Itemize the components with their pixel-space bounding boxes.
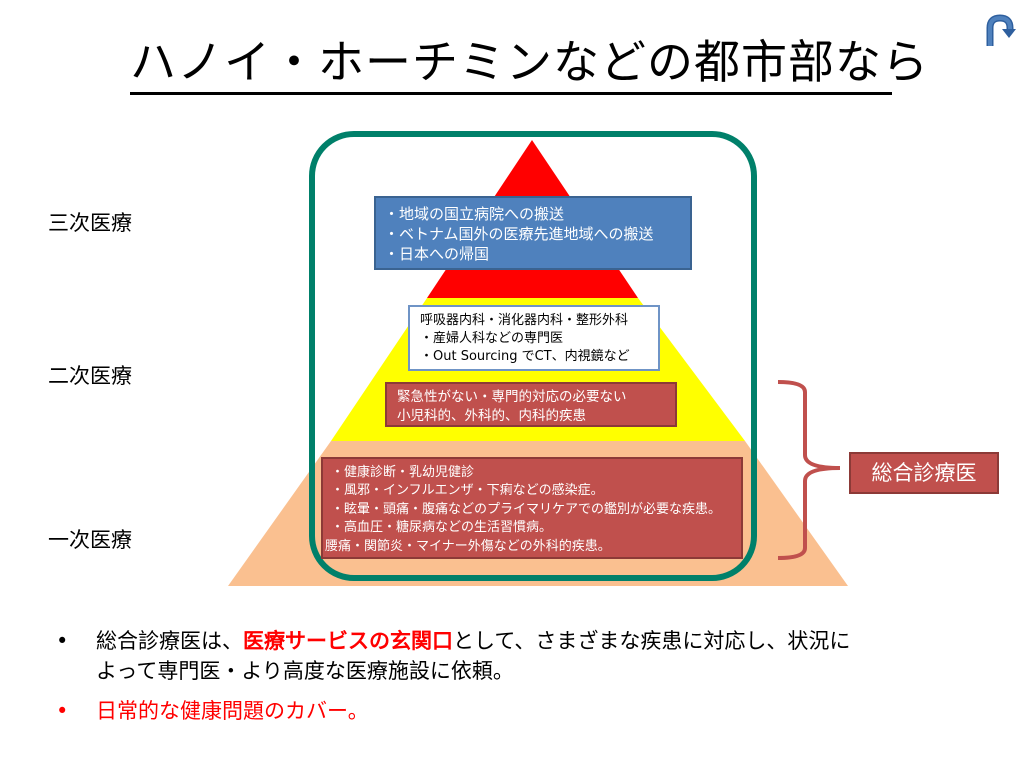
bullet-text: として、さまざまな疾患に対応し、状況に [453,629,851,653]
label-tertiary-care: 三次医療 [48,211,132,235]
general-secondary-line: 緊急性がない・専門的対応の必要ない [397,389,627,405]
tertiary-care-box: ・地域の国立病院への搬送 ・ベトナム国外の医療先進地域への搬送 ・日本への帰国 [374,196,692,270]
specialist-line: 呼吸器内科・消化器内科・整形外科 [420,313,629,328]
tertiary-line: ・ベトナム国外の医療先進地域への搬送 [384,225,654,243]
coverage-frame [309,131,757,581]
general-secondary-box: 緊急性がない・専門的対応の必要ない 小児科的、外科的、内科的疾患 [385,382,677,427]
bullet-marker: • [56,629,69,653]
tertiary-line: ・日本への帰国 [384,245,490,263]
return-arrow-icon[interactable] [984,14,1016,48]
specialist-line: ・産婦人科などの専門医 [420,331,564,346]
bullet-text: 日常的な健康問題のカバー。 [96,699,369,723]
general-secondary-line: 小児科的、外科的、内科的疾患 [397,408,586,424]
primary-line: ・健康診断・乳幼児健診 [331,465,475,480]
primary-line: ・眩暈・頭痛・腹痛などのプライマリケアでの鑑別が必要な疾患。 [331,501,722,517]
bullet-text: 総合診療医は、 [96,629,243,653]
label-primary-care: 一次医療 [48,528,132,552]
tertiary-line: ・地域の国立病院への搬送 [384,205,565,223]
summary-bullets: • 総合診療医は、医療サービスの玄関口として、さまざまな疾患に対応し、状況に よ… [52,626,972,726]
specialist-line: ・Out Sourcing でCT、内視鏡など [420,349,630,364]
primary-care-box: ・健康診断・乳幼児健診 ・風邪・インフルエンザ・下痢などの感染症。 ・眩暈・頭痛… [321,457,743,559]
label-secondary-care: 二次医療 [48,364,132,388]
general-practitioner-label: 総合診療医 [849,452,999,494]
specialist-care-box: 呼吸器内科・消化器内科・整形外科 ・産婦人科などの専門医 ・Out Sourci… [408,305,660,371]
primary-line: 腰痛・関節炎・マイナー外傷などの外科的疾患。 [325,538,611,554]
bullet-item: • 日常的な健康問題のカバー。 [52,696,972,726]
title-underline [130,92,892,95]
bullet-marker: • [56,699,69,723]
primary-line: ・風邪・インフルエンザ・下痢などの感染症。 [331,483,604,499]
bullet-text: よって専門医・より高度な医療施設に依頼。 [96,659,514,683]
primary-line: ・高血圧・糖尿病などの生活習慣病。 [331,520,553,536]
bullet-item: • 総合診療医は、医療サービスの玄関口として、さまざまな疾患に対応し、状況に よ… [52,626,972,686]
slide-title: ハノイ・ホーチミンなどの都市部なら [130,35,929,89]
bullet-highlight: 医療サービスの玄関口 [243,629,453,653]
coverage-brace [777,380,841,560]
